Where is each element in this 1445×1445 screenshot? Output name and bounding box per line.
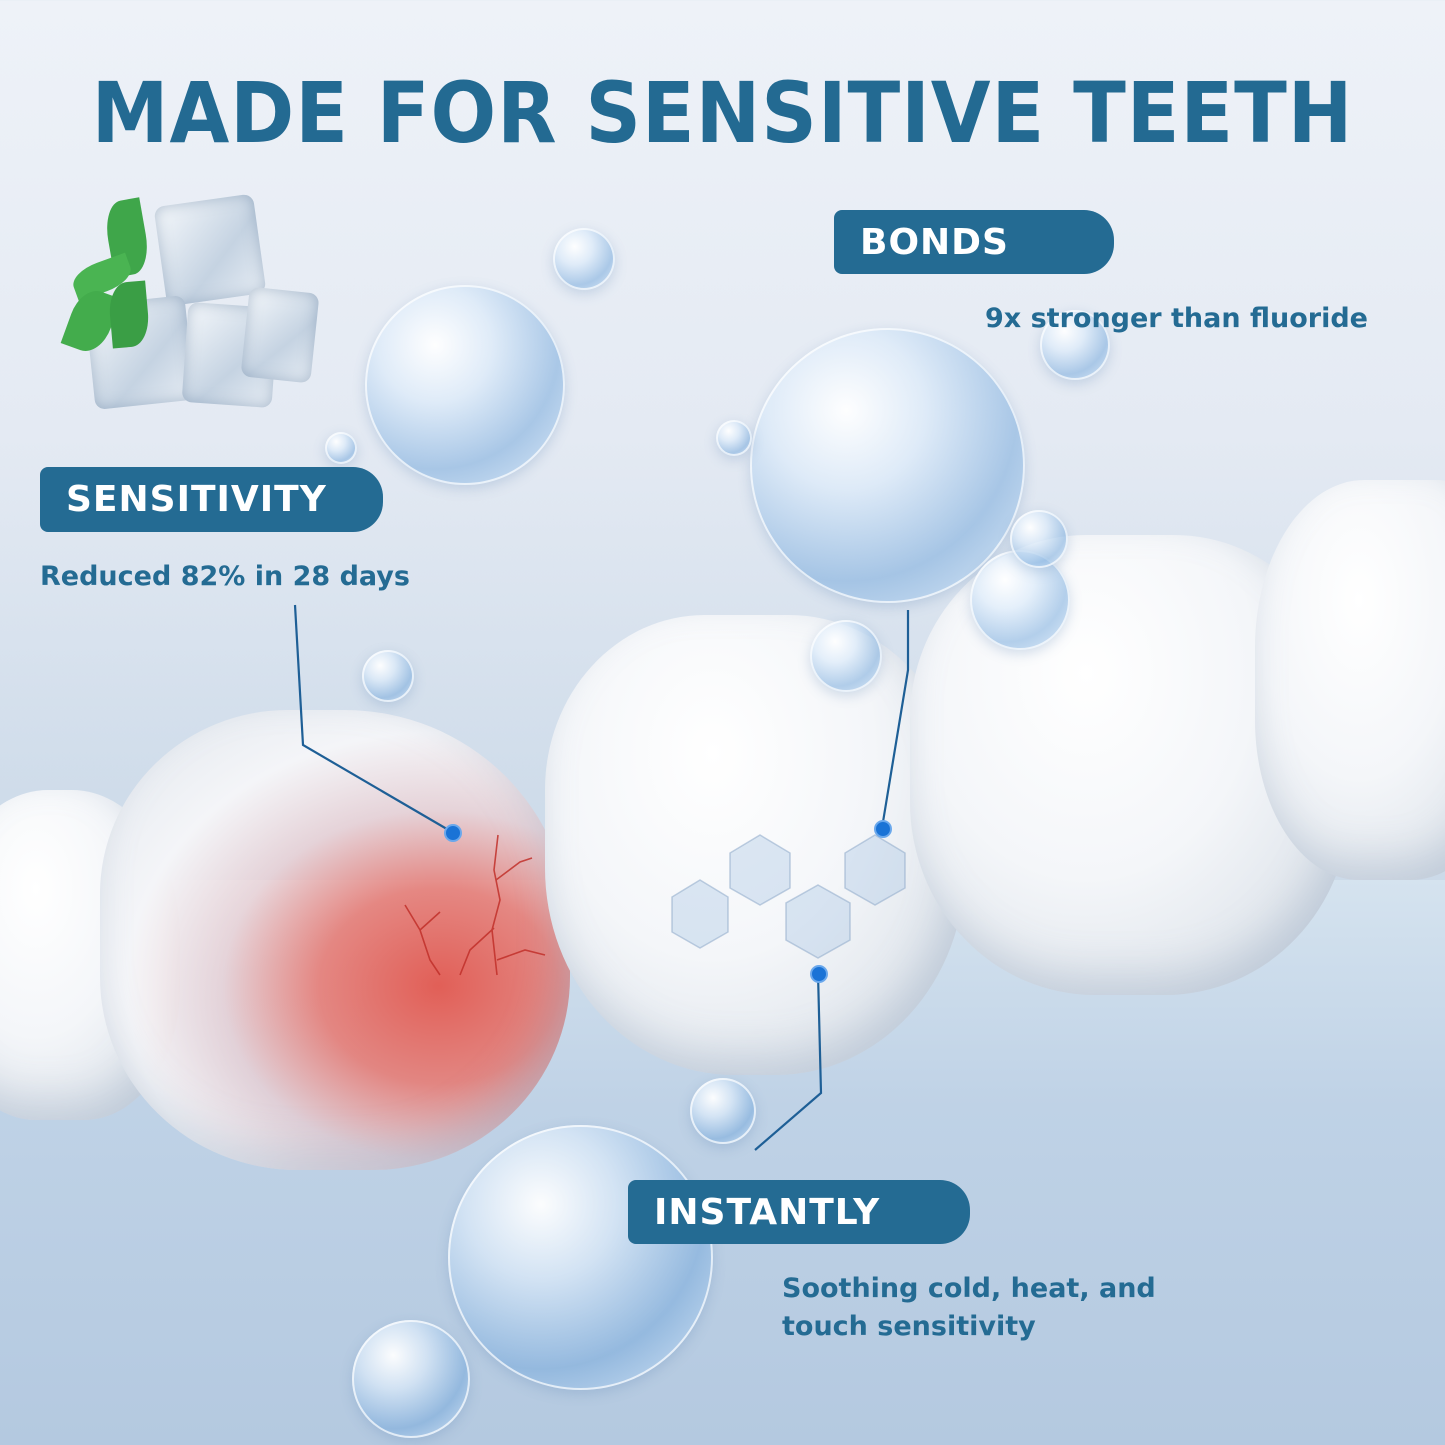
small-bubble-top <box>553 228 615 290</box>
molecule-bubble-instantly <box>448 1125 713 1390</box>
ice-cube <box>240 286 320 384</box>
tooth-center-molar <box>545 615 965 1075</box>
molecule-bubble-bonds <box>750 328 1025 603</box>
ice-cube <box>153 193 267 307</box>
molecule-bubble-top-left <box>365 285 565 485</box>
tooth-sensitive <box>100 710 570 1170</box>
small-bubble-left <box>325 432 357 464</box>
instantly-description-line-2: touch sensitivity <box>782 1311 1036 1342</box>
instantly-connector-dot <box>810 965 828 983</box>
small-bubble-molar <box>810 620 882 692</box>
page-title: MADE FOR SENSITIVE TEETH <box>91 64 1354 162</box>
instantly-description: Soothing cold, heat, and touch sensitivi… <box>782 1270 1156 1346</box>
small-bubble-bonds-right <box>1040 310 1110 380</box>
bonds-description: 9x stronger than fluoride <box>985 303 1368 334</box>
small-bubble-instantly <box>690 1078 756 1144</box>
sensitivity-description: Reduced 82% in 28 days <box>40 561 410 592</box>
bubble-bottom-left <box>352 1320 470 1438</box>
bonds-connector-dot <box>874 820 892 838</box>
bonds-label-badge: BONDS <box>834 210 1114 274</box>
small-bubble-bonds-left <box>716 420 752 456</box>
instantly-description-line-1: Soothing cold, heat, and <box>782 1273 1156 1304</box>
bubble-cluster-right-small <box>1010 510 1068 568</box>
bubble-cluster-right <box>970 550 1070 650</box>
bonds-label: BONDS <box>860 221 1009 263</box>
small-bubble-sensitive <box>362 650 414 702</box>
instantly-label: INSTANTLY <box>654 1191 881 1233</box>
sensitivity-connector-dot <box>444 824 462 842</box>
instantly-label-badge: INSTANTLY <box>628 1180 970 1244</box>
sensitivity-label-badge: SENSITIVITY <box>40 467 383 532</box>
tooth-far-right <box>1255 480 1445 880</box>
sensitivity-label: SENSITIVITY <box>66 479 327 520</box>
